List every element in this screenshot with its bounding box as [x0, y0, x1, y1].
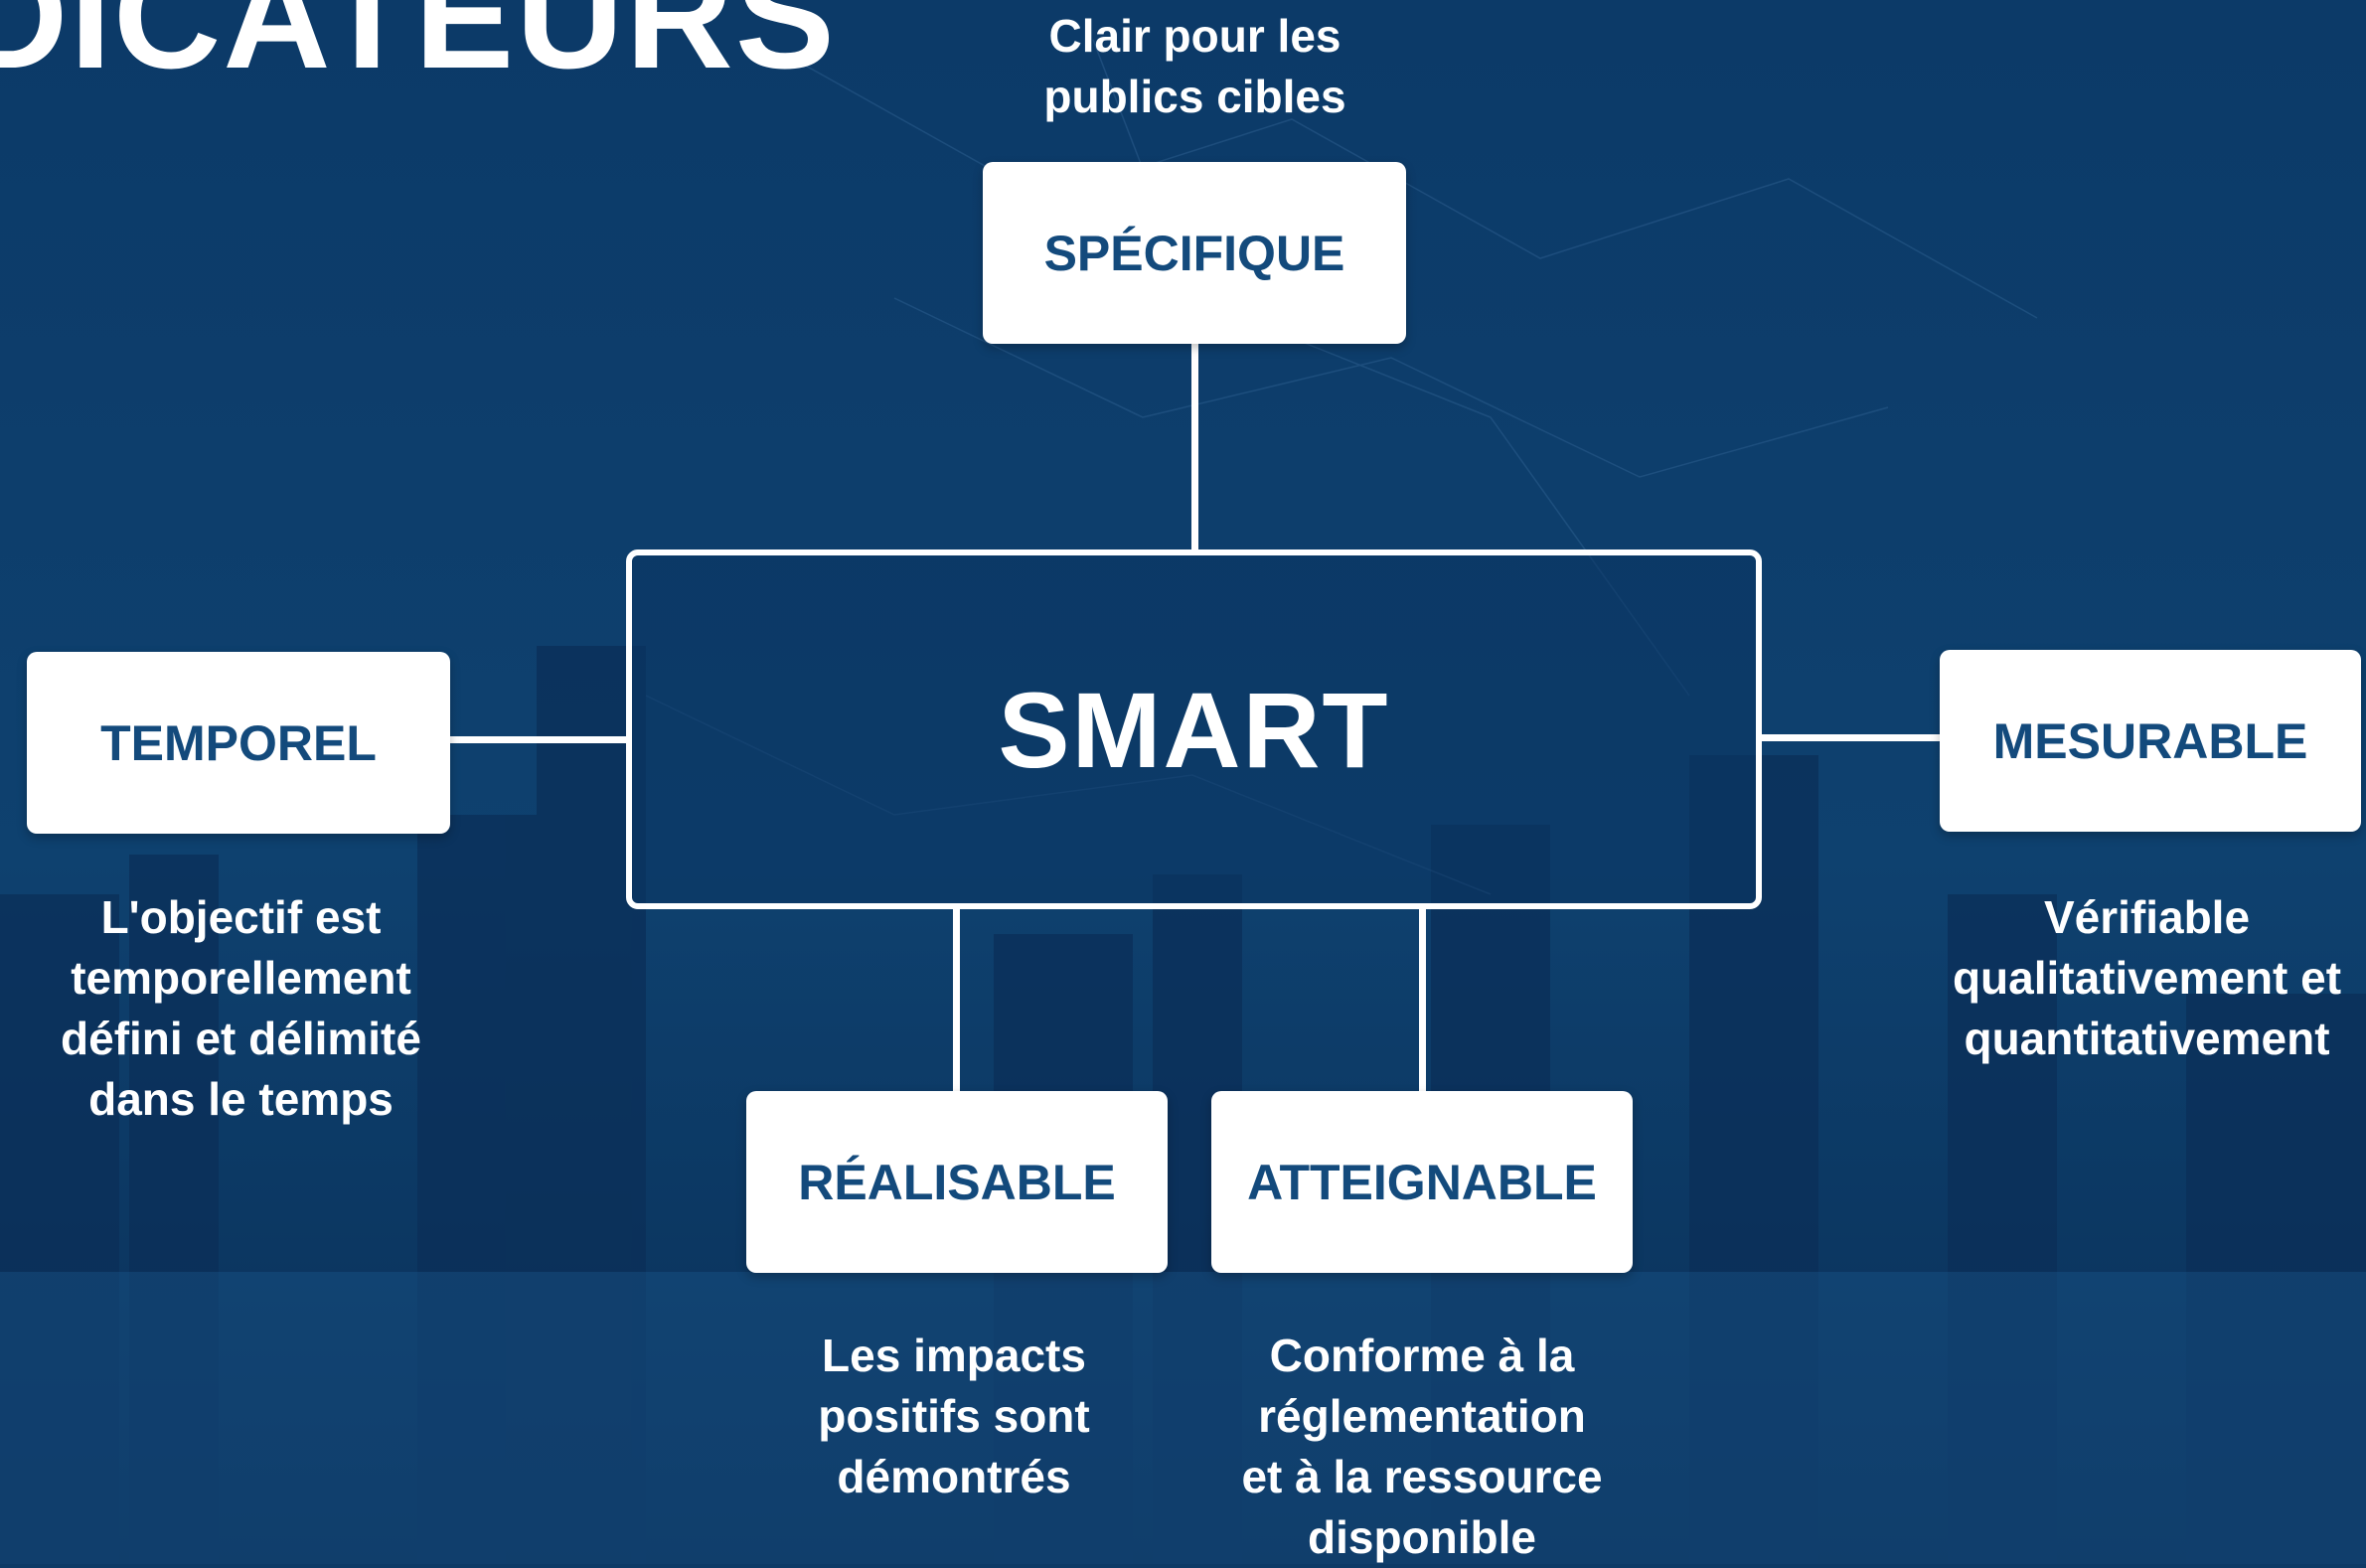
- node-temporel: TEMPOREL: [27, 652, 450, 834]
- description-line: défini et délimité: [61, 1013, 421, 1064]
- connector-atteignable: [1419, 907, 1426, 1093]
- node-label: MESURABLE: [1992, 712, 2308, 769]
- connector-mesurable: [1760, 734, 1943, 741]
- description-line: Conforme à la: [1269, 1330, 1575, 1381]
- description-line: L'objectif est: [100, 891, 382, 943]
- node-label: SPÉCIFIQUE: [1043, 225, 1345, 281]
- description-line: Clair pour les: [1048, 10, 1341, 62]
- specifique-description: Clair pour les publics cibles: [984, 6, 1406, 127]
- description-line: qualitativement et: [1952, 952, 2342, 1004]
- node-label: ATTEIGNABLE: [1247, 1154, 1597, 1210]
- description-line: quantitativement: [1964, 1013, 2330, 1064]
- description-line: réglementation: [1258, 1390, 1586, 1442]
- node-label: TEMPOREL: [100, 714, 377, 771]
- temporel-description: L'objectif est temporellement défini et …: [20, 887, 462, 1130]
- atteignable-description: Conforme à la réglementation et à la res…: [1197, 1326, 1647, 1568]
- description-line: Les impacts: [822, 1330, 1086, 1381]
- realisable-description: Les impacts positifs sont démontrés: [745, 1326, 1163, 1507]
- node-specifique: SPÉCIFIQUE: [983, 162, 1406, 344]
- description-line: dans le temps: [88, 1073, 394, 1125]
- node-label: RÉALISABLE: [798, 1154, 1116, 1210]
- connector-temporel: [448, 736, 628, 743]
- node-realisable: RÉALISABLE: [746, 1091, 1168, 1273]
- description-line: temporellement: [71, 952, 411, 1004]
- description-line: publics cibles: [1043, 71, 1346, 122]
- node-atteignable: ATTEIGNABLE: [1211, 1091, 1633, 1273]
- description-line: disponible: [1308, 1511, 1536, 1563]
- description-line: démontrés: [837, 1451, 1071, 1502]
- center-node: SMART: [626, 549, 1762, 909]
- connector-realisable: [953, 907, 960, 1093]
- description-line: Vérifiable: [2043, 891, 2251, 943]
- description-line: positifs sont: [818, 1390, 1090, 1442]
- node-mesurable: MESURABLE: [1940, 650, 2361, 832]
- mesurable-description: Vérifiable qualitativement et quantitati…: [1928, 887, 2366, 1069]
- page-title: DICATEURS: [0, 0, 837, 99]
- description-line: et à la ressource: [1241, 1451, 1603, 1502]
- center-label: SMART: [998, 669, 1390, 790]
- connector-specifique: [1191, 343, 1198, 551]
